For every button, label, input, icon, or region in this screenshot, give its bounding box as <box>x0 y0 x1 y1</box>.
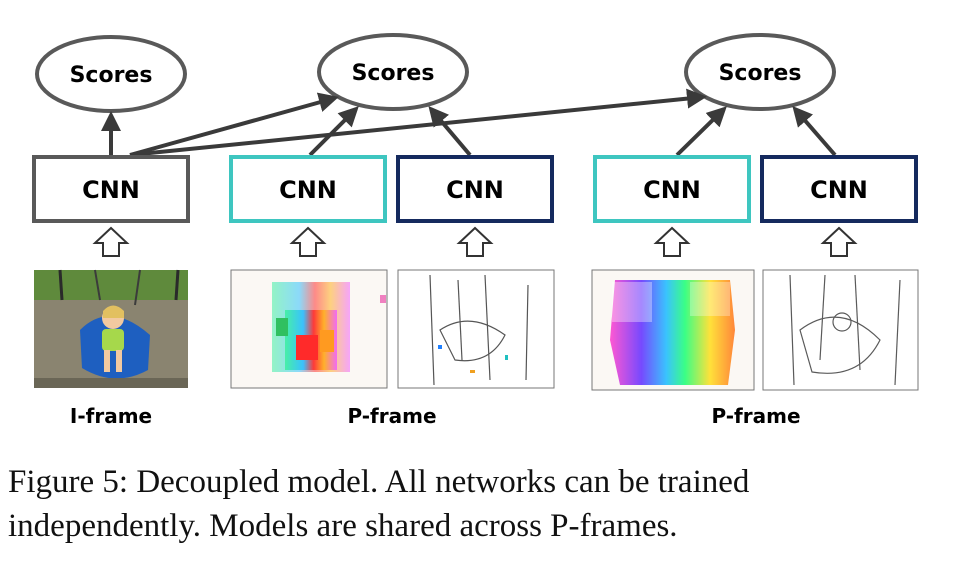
connection-arrows <box>101 88 837 157</box>
cnn-box-motion-2: CNN <box>593 155 751 223</box>
figure-caption: Figure 5: Decoupled model. All networks … <box>8 460 958 548</box>
arrow-motion1-to-scores2 <box>308 106 359 157</box>
input-arrows <box>92 226 858 257</box>
caption-line-2: independently. Models are shared across … <box>8 508 678 544</box>
scores-label-3: Scores <box>719 61 802 86</box>
arrow-residual1-to-scores2 <box>428 105 472 157</box>
residual-image-2 <box>762 269 919 391</box>
motion-vector-image-2 <box>591 269 755 391</box>
up-arrow-icon <box>820 226 858 257</box>
cnn-box-motion-1: CNN <box>229 155 387 223</box>
cnn-label-residual-2: CNN <box>810 176 868 204</box>
iframe-image <box>34 269 188 388</box>
scores-oval-1: Scores <box>35 35 187 113</box>
up-arrow-icon <box>653 226 691 257</box>
cnn-box-residual-2: CNN <box>760 155 918 223</box>
scores-label-2: Scores <box>352 61 435 86</box>
up-arrow-icon <box>289 226 327 257</box>
cnn-label-iframe: CNN <box>82 176 140 204</box>
motion-vector-image-1 <box>230 269 388 389</box>
scores-oval-3: Scores <box>684 33 836 111</box>
arrow-icnn-to-scores2 <box>129 92 339 157</box>
arrow-icnn-to-scores3 <box>129 88 707 157</box>
caption-line-1: Figure 5: Decoupled model. All networks … <box>8 464 750 500</box>
iframe-label: I-frame <box>70 404 152 428</box>
pframe-label-2: P-frame <box>711 404 800 428</box>
cnn-box-residual-1: CNN <box>396 155 554 223</box>
arrow-motion2-to-scores3 <box>675 106 727 157</box>
cnn-label-motion-2: CNN <box>643 176 701 204</box>
scores-label-1: Scores <box>70 63 153 88</box>
cnn-label-motion-1: CNN <box>279 176 337 204</box>
up-arrow-icon <box>456 226 494 257</box>
cnn-label-residual-1: CNN <box>446 176 504 204</box>
pframe-label-1: P-frame <box>347 404 436 428</box>
residual-image-1 <box>397 269 555 389</box>
scores-oval-2: Scores <box>317 33 469 111</box>
up-arrow-icon <box>92 226 130 257</box>
cnn-box-iframe: CNN <box>32 155 190 223</box>
arrow-residual2-to-scores3 <box>792 105 837 157</box>
